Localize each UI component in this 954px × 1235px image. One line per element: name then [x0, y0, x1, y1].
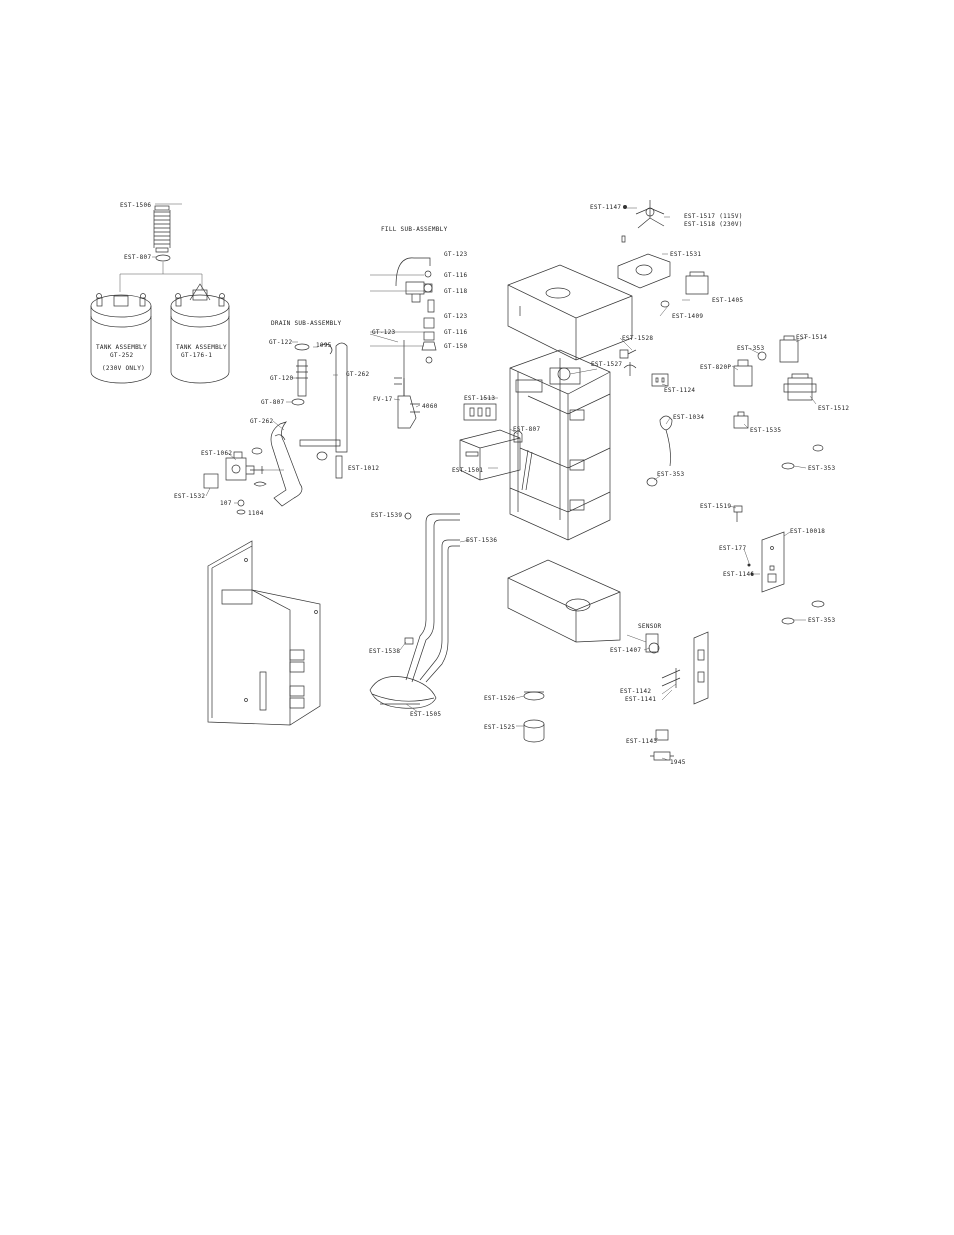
label-est1538: EST-1538 — [369, 648, 400, 655]
center-left-parts — [459, 403, 523, 481]
label-fill-sub-assembly: FILL SUB-ASSEMBLY — [381, 226, 448, 233]
hose-clamp — [155, 254, 171, 262]
label-tank-left-1: TANK ASSEMBLY — [96, 344, 147, 351]
label-1104: 1104 — [248, 510, 264, 517]
label-gt123-a: GT-123 — [444, 251, 468, 258]
label-est10018: EST-10018 — [790, 528, 825, 535]
label-gt262-b: GT-262 — [250, 418, 274, 425]
tubing-and-pump — [369, 512, 460, 709]
label-est1407: EST-1407 — [610, 647, 641, 654]
corrugated-hose — [153, 205, 171, 253]
label-est1034: EST-1034 — [673, 414, 704, 421]
label-est1535: EST-1535 — [750, 427, 781, 434]
label-1945: 1945 — [670, 759, 686, 766]
label-107: 107 — [220, 500, 232, 507]
label-est1146: EST-1146 — [723, 571, 754, 578]
label-drain-sub-assembly: DRAIN SUB-ASSEMBLY — [271, 320, 342, 327]
label-est1513: EST-1513 — [464, 395, 495, 402]
label-gt120: GT-120 — [270, 375, 294, 382]
label-est1147: EST-1147 — [590, 204, 621, 211]
label-tank-left-3: (230V ONLY) — [102, 365, 145, 372]
label-est353a: EST-353 — [737, 345, 764, 352]
tank-right — [170, 283, 230, 384]
lower-right-parts — [523, 531, 825, 761]
label-gt807: GT-807 — [261, 399, 285, 406]
label-est1526: EST-1526 — [484, 695, 515, 702]
label-est1514: EST-1514 — [796, 334, 827, 341]
label-est1527: EST-1527 — [591, 361, 622, 368]
label-est1409: EST-1409 — [672, 313, 703, 320]
label-tank-right-1: TANK ASSEMBLY — [176, 344, 227, 351]
label-gt123-b: GT-123 — [444, 313, 468, 320]
labels: EST-1506 EST-807 TANK ASSEMBLY GT-252 (2… — [96, 202, 849, 766]
label-est1506: EST-1506 — [120, 202, 151, 209]
label-sensor: SENSOR — [638, 623, 662, 630]
outer-cabinet — [207, 540, 321, 726]
label-est1531: EST-1531 — [670, 251, 701, 258]
label-gt116-b: GT-116 — [444, 329, 468, 336]
label-est353d: EST-353 — [808, 617, 835, 624]
label-1095: 1095 — [316, 342, 332, 349]
tank-left — [90, 293, 152, 384]
label-gt123-c: GT-123 — [372, 329, 396, 336]
label-est1012: EST-1012 — [348, 465, 379, 472]
tank-area — [90, 205, 230, 384]
leader-lines — [138, 203, 817, 761]
label-est820p: EST-820P — [700, 364, 731, 371]
upper-right-parts — [617, 200, 824, 522]
label-est807: EST-807 — [124, 254, 151, 261]
label-gt122: GT-122 — [269, 339, 293, 346]
label-est353b: EST-353 — [808, 465, 835, 472]
label-4060: 4060 — [422, 403, 438, 410]
label-gt150: GT-150 — [444, 343, 468, 350]
label-est1528: EST-1528 — [622, 335, 653, 342]
label-est177: EST-177 — [719, 545, 746, 552]
center-frame — [507, 264, 633, 643]
label-est1141: EST-1141 — [625, 696, 656, 703]
label-fv17: FV-17 — [373, 396, 393, 403]
label-est1519: EST-1519 — [700, 503, 731, 510]
label-est1518: EST-1518 (230V) — [684, 221, 743, 228]
label-est1505: EST-1505 — [410, 711, 441, 718]
label-gt116-a: GT-116 — [444, 272, 468, 279]
label-tank-left-2: GT-252 — [110, 352, 134, 359]
label-gt262-a: GT-262 — [346, 371, 370, 378]
label-est1405: EST-1405 — [712, 297, 743, 304]
label-est1512: EST-1512 — [818, 405, 849, 412]
label-est1501: EST-1501 — [452, 467, 483, 474]
label-est1539: EST-1539 — [371, 512, 402, 519]
label-est1143: EST-1143 — [626, 738, 657, 745]
label-est1536: EST-1536 — [466, 537, 497, 544]
label-est1517: EST-1517 (115V) — [684, 213, 743, 220]
label-est1062: EST-1062 — [201, 450, 232, 457]
drain-sub-assembly — [203, 342, 348, 515]
label-est1124: EST-1124 — [664, 387, 695, 394]
label-est1525: EST-1525 — [484, 724, 515, 731]
label-est1142: EST-1142 — [620, 688, 651, 695]
label-est353c: EST-353 — [657, 471, 684, 478]
fill-sub-assembly — [394, 257, 437, 429]
label-gt118: GT-118 — [444, 288, 468, 295]
label-tank-right-2: GT-176-1 — [181, 352, 212, 359]
label-est807b: EST-807 — [513, 426, 540, 433]
label-est1532: EST-1532 — [174, 493, 205, 500]
